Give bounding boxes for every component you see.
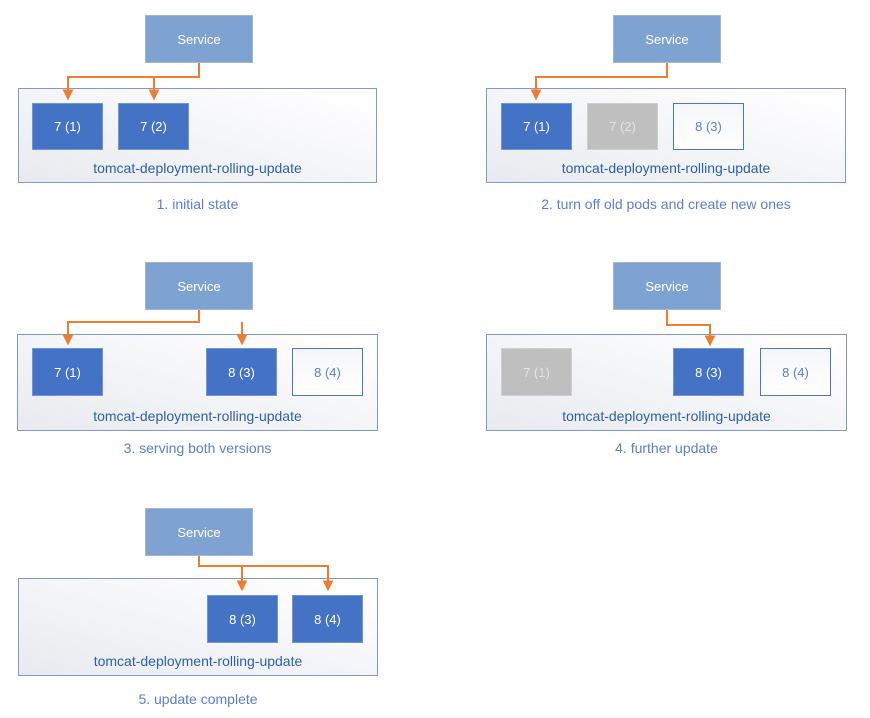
service-node: Service — [145, 508, 253, 556]
stage-caption: 5. update complete — [138, 691, 258, 707]
arrow-stage4-to-pod-8-3 — [666, 310, 716, 347]
pod-label: 8 (3) — [229, 611, 256, 627]
pod-label: 7 (1) — [523, 364, 550, 380]
pod-label: 7 (1) — [54, 119, 81, 134]
pod-label: 7 (2) — [609, 119, 636, 134]
pod-8-3-new: 8 (3) — [673, 103, 744, 150]
pod-7-1: 7 (1) — [501, 103, 572, 150]
pod-7-1-terminated: 7 (1) — [501, 348, 572, 396]
pod-7-1: 7 (1) — [32, 348, 103, 396]
pod-7-2: 7 (2) — [118, 103, 189, 150]
deployment-label: tomcat-deployment-rolling-update — [562, 408, 771, 424]
service-label: Service — [177, 278, 221, 294]
service-node: Service — [145, 262, 253, 310]
pod-8-4: 8 (4) — [292, 595, 363, 643]
service-node: Service — [613, 15, 721, 63]
pod-label: 8 (4) — [314, 364, 341, 380]
deployment-label: tomcat-deployment-rolling-update — [561, 160, 771, 176]
pod-label: 7 (1) — [523, 119, 550, 134]
stage-caption: 3. serving both versions — [123, 440, 272, 456]
deployment-label: tomcat-deployment-rolling-update — [93, 408, 302, 424]
service-label: Service — [177, 31, 221, 47]
deployment-label: tomcat-deployment-rolling-update — [93, 653, 303, 669]
pod-label: 7 (1) — [54, 364, 81, 380]
pod-label: 8 (4) — [314, 611, 341, 627]
service-node: Service — [613, 262, 721, 310]
pod-label: 8 (4) — [782, 364, 809, 380]
pod-label: 8 (3) — [695, 119, 722, 134]
stage-caption: 2. turn off old pods and create new ones — [541, 196, 791, 212]
service-label: Service — [645, 31, 689, 47]
service-label: Service — [177, 524, 221, 540]
pod-8-3: 8 (3) — [206, 348, 277, 396]
pod-label: 8 (3) — [695, 364, 722, 380]
pod-8-3: 8 (3) — [673, 348, 744, 396]
service-label: Service — [645, 278, 689, 294]
arrow-stage2-to-pod-7-1 — [530, 63, 668, 101]
stage-caption: 4. further update — [615, 440, 718, 456]
pod-label: 8 (3) — [228, 364, 255, 380]
pod-8-3: 8 (3) — [207, 595, 278, 643]
pod-8-4-new: 8 (4) — [760, 348, 831, 396]
arrow-stage1-to-pod-7-1 — [62, 63, 200, 101]
deployment-label: tomcat-deployment-rolling-update — [93, 160, 302, 176]
pod-8-4-new: 8 (4) — [292, 348, 363, 396]
pod-7-2-terminated: 7 (2) — [587, 103, 658, 150]
stage-caption: 1. initial state — [156, 196, 239, 212]
arrow-stage3-to-pod-7-1 — [62, 310, 200, 346]
pod-label: 7 (2) — [140, 119, 167, 134]
pod-7-1: 7 (1) — [32, 103, 103, 150]
service-node: Service — [145, 15, 253, 63]
